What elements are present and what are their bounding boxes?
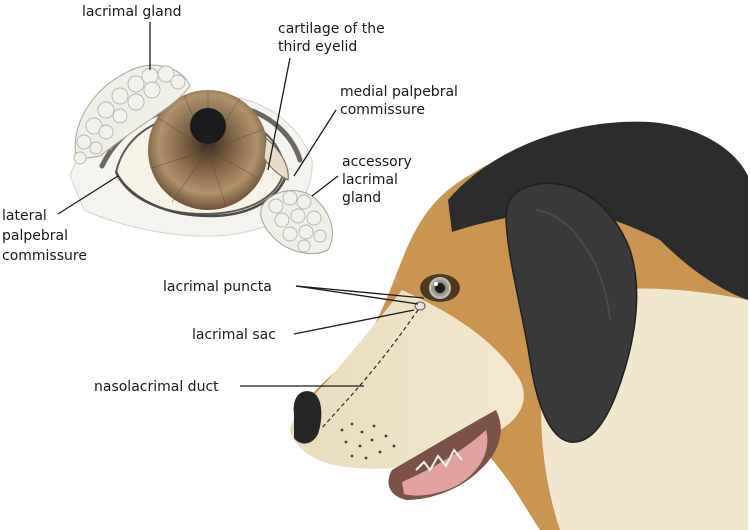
label-lateral-line3: commissure [2, 248, 87, 264]
dog-head [290, 121, 748, 530]
accessory-gland-shape [260, 190, 333, 254]
labels: lacrimal gland cartilage of the third ey… [2, 4, 458, 395]
muzzle [290, 290, 524, 469]
label-lateral-line1: lateral [2, 208, 47, 224]
leader-cartilage [267, 57, 291, 171]
leader-puncta-b [295, 285, 419, 305]
whisker-dots [340, 422, 396, 460]
label-lacrimal-sac: lacrimal sac [192, 327, 276, 343]
label-accessory-line2: lacrimal [342, 172, 398, 188]
nose [293, 391, 322, 444]
leader-accessory [311, 175, 339, 197]
leader-lines [57, 22, 425, 387]
leader-lateral [57, 175, 119, 215]
leader-medial [293, 109, 337, 177]
label-lateral-line2: palpebral [2, 228, 68, 244]
dog-eye [420, 274, 460, 302]
label-lacrimal-gland: lacrimal gland [82, 4, 181, 20]
label-cartilage-line2: third eyelid [278, 39, 357, 55]
label-accessory-line1: accessory [342, 154, 412, 170]
label-accessory-line3: gland [342, 190, 381, 206]
label-medial-line1: medial palpebral [340, 84, 458, 100]
leader-lacrimal-sac [293, 309, 415, 335]
label-medial-line2: commissure [340, 102, 425, 118]
lacrimal-gland-shape [73, 64, 191, 165]
label-lacrimal-puncta: lacrimal puncta [163, 279, 272, 295]
eye-detail [69, 64, 333, 254]
label-cartilage-line1: cartilage of the [278, 21, 385, 37]
third-eyelid [263, 136, 289, 181]
leader-puncta-a [295, 285, 425, 299]
pupil [190, 108, 226, 144]
ear [505, 182, 638, 443]
label-nasolacrimal-duct: nasolacrimal duct [94, 379, 219, 395]
nasolacrimal-duct-path [321, 309, 419, 429]
